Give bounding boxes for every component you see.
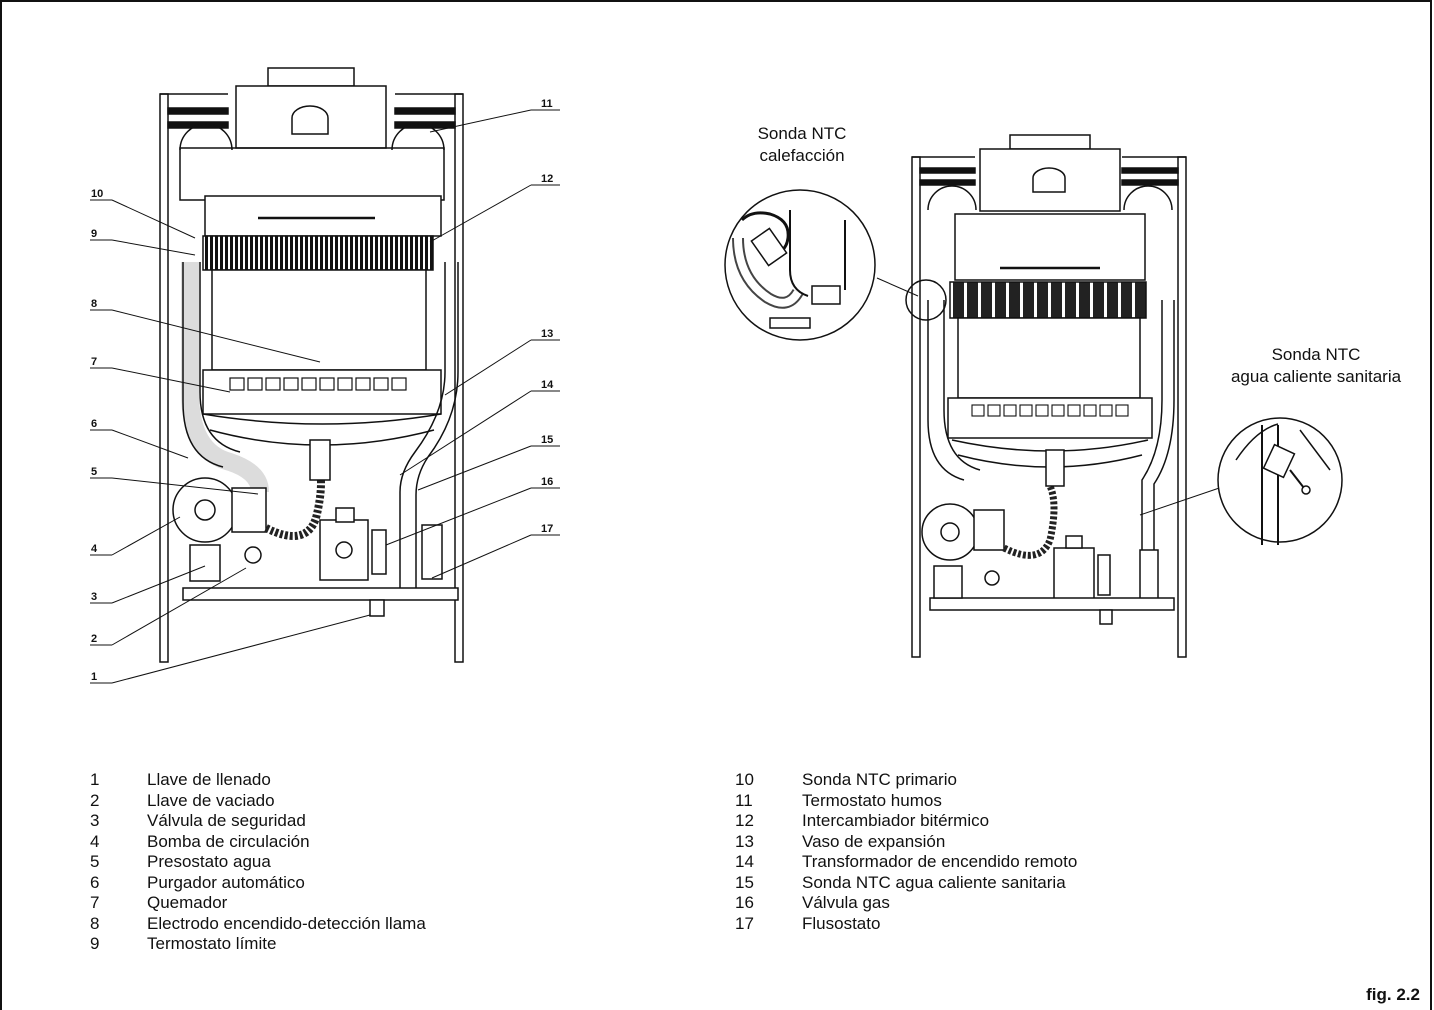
callout-leaders: [90, 109, 560, 684]
legend-row: 16 Válvula gas: [735, 893, 1077, 914]
callout-11: 11: [541, 98, 553, 110]
legend-number: 11: [735, 790, 753, 810]
legend-row: 14 Transformador de encendido remoto: [735, 852, 1077, 873]
legend-row: 15 Sonda NTC agua caliente sanitaria: [735, 873, 1077, 894]
legend-text: Intercambiador bitérmico: [802, 811, 990, 830]
legend-number: 14: [735, 852, 754, 871]
callout-6: 6: [91, 418, 97, 430]
legend-text: Válvula de seguridad: [147, 811, 306, 830]
legend-row: 5 Presostato agua: [0, 852, 426, 873]
legend-text: Termostato humos: [802, 790, 942, 810]
callout-12: 12: [541, 173, 553, 185]
legend-row: 3 Válvula de seguridad: [0, 811, 426, 832]
boiler-diagram: 1 2 3 4 5 6 7 8 9 10 11 12 13 14 15 16 1…: [90, 67, 1343, 684]
callout-16: 16: [541, 476, 553, 488]
legend-number: 1: [90, 770, 100, 789]
legend-text: Sonda NTC primario: [802, 770, 957, 789]
legend-text: Vaso de expansión: [802, 831, 946, 851]
legend-text: Transformador de encendido remoto: [802, 852, 1078, 871]
legend-left: 1 Llave de llenado 2 Llave de vaciado 3 Vál…: [0, 770, 426, 955]
detail-heating-label: Sonda NTC calefacción: [722, 123, 882, 167]
callout-9: 9: [91, 228, 97, 240]
legend-text: Purgador automático: [147, 872, 305, 892]
callout-7: 7: [91, 356, 97, 368]
legend-row: 8 Electrodo encendido-detección llama: [0, 914, 426, 935]
legend-text: Bomba de circulación: [147, 831, 310, 851]
legend-text: Llave de vaciado: [147, 790, 275, 810]
callout-2: 2: [91, 633, 97, 645]
legend-number: 7: [90, 893, 100, 912]
callout-numbers: 1 2 3 4 5 6 7 8 9 10 11 12 13 14 15 16 1…: [91, 98, 554, 683]
legend-row: 2 Llave de vaciado: [0, 791, 426, 812]
callout-8: 8: [91, 298, 97, 310]
callout-15: 15: [541, 434, 553, 446]
legend-number: 3: [90, 811, 100, 830]
heating-probe-label-line1: Sonda NTC: [757, 124, 847, 143]
callout-4: 4: [91, 543, 98, 555]
figure-label: fig. 2.2: [1366, 985, 1420, 1004]
legend-text: Válvula gas: [802, 893, 890, 912]
legend-row: 17 Flusostato: [735, 914, 1077, 935]
legend-number: 2: [90, 790, 100, 810]
legend-number: 13: [735, 831, 754, 851]
detail-heating-probe: [724, 189, 947, 341]
legend-number: 17: [735, 913, 754, 933]
legend-number: 10: [735, 770, 754, 789]
legend-number: 4: [90, 831, 100, 851]
callout-1: 1: [91, 671, 97, 683]
callout-13: 13: [541, 328, 553, 340]
callout-17: 17: [541, 523, 553, 535]
legend-number: 8: [90, 913, 100, 933]
legend-row: 13 Vaso de expansión: [735, 832, 1077, 853]
detail-dhw-label: Sonda NTC agua caliente sanitaria: [1198, 344, 1434, 388]
legend-text: Llave de llenado: [147, 770, 271, 789]
legend-row: 1 Llave de llenado: [0, 770, 426, 791]
legend-text: Termostato límite: [147, 934, 277, 953]
legend-row: 10 Sonda NTC primario: [735, 770, 1077, 791]
legend-text: Electrodo encendido-detección llama: [147, 913, 426, 933]
legend-text: Sonda NTC agua caliente sanitaria: [802, 872, 1066, 892]
legend-number: 15: [735, 872, 754, 892]
legend-text: Flusostato: [802, 913, 881, 933]
callout-3: 3: [91, 591, 97, 603]
legend-row: 9 Termostato límite: [0, 934, 426, 955]
legend-number: 16: [735, 893, 754, 912]
callout-10: 10: [91, 188, 103, 200]
boiler-main-view: [159, 67, 464, 663]
dhw-probe-label-line2: agua caliente sanitaria: [1230, 367, 1402, 386]
boiler-detail-view: [911, 134, 1187, 658]
legend-row: 7 Quemador: [0, 893, 426, 914]
legend-number: 9: [90, 934, 100, 953]
legend-row: 12 Intercambiador bitérmico: [735, 811, 1077, 832]
legend-row: 4 Bomba de circulación: [0, 832, 426, 853]
legend-row: 11 Termostato humos: [735, 791, 1077, 812]
legend-row: 6 Purgador automático: [0, 873, 426, 894]
heating-probe-label-line2: calefacción: [759, 146, 845, 165]
detail-dhw-probe: [1139, 417, 1343, 545]
callout-14: 14: [541, 379, 554, 391]
dhw-probe-label-line1: Sonda NTC: [1271, 345, 1361, 364]
legend-number: 5: [90, 852, 100, 871]
legend-text: Quemador: [147, 893, 228, 912]
legend-number: 6: [90, 872, 100, 892]
callout-5: 5: [91, 466, 97, 478]
legend-number: 12: [735, 811, 754, 830]
legend-text: Presostato agua: [147, 852, 271, 871]
